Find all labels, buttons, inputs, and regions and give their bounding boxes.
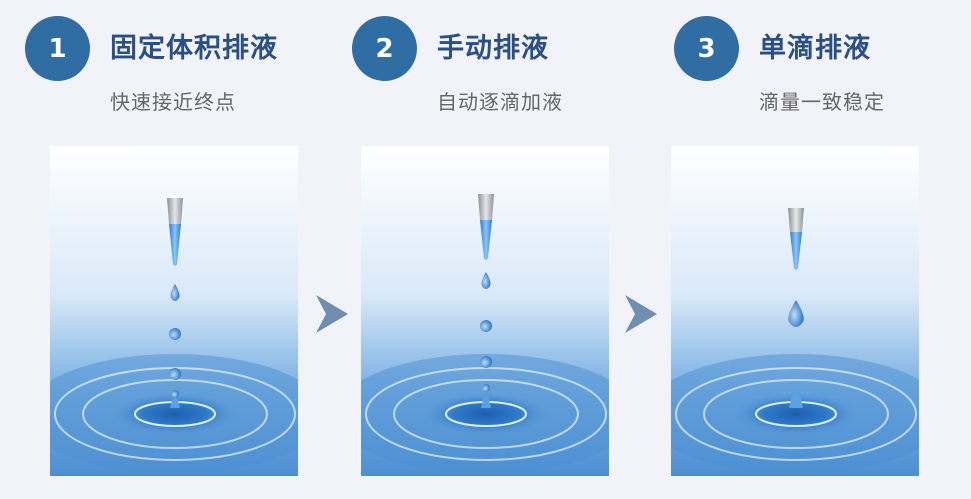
chevron-right-icon xyxy=(314,293,350,335)
water-drop-icon xyxy=(169,284,181,398)
step-number-badge: 3 xyxy=(674,16,739,81)
step-number-badge: 1 xyxy=(25,16,90,81)
pipette-tip-icon xyxy=(788,208,804,270)
step-title: 手动排液 xyxy=(437,33,549,64)
step-1: 1 固定体积排液 快速接近终点 xyxy=(25,0,305,499)
step-illustration xyxy=(50,146,298,476)
water-drop-icon xyxy=(788,300,804,327)
ripple-icon xyxy=(361,354,609,474)
step-illustration xyxy=(361,146,609,476)
pipette-tip-icon xyxy=(478,194,494,260)
step-subtitle: 自动逐滴加液 xyxy=(437,90,563,114)
step-subtitle: 快速接近终点 xyxy=(110,90,236,114)
step-illustration xyxy=(671,146,919,476)
water-drop-icon xyxy=(480,272,492,392)
step-number-badge: 2 xyxy=(352,16,417,81)
step-3: 3 单滴排液 滴量一致稳定 xyxy=(671,0,954,499)
pipette-tip-icon xyxy=(167,198,183,266)
step-subtitle: 滴量一致稳定 xyxy=(759,90,885,114)
chevron-right-icon xyxy=(623,293,659,335)
step-title: 单滴排液 xyxy=(759,33,871,64)
ripple-icon xyxy=(671,354,919,474)
ripple-icon xyxy=(50,354,298,474)
step-title: 固定体积排液 xyxy=(110,33,278,64)
step-2: 2 手动排液 自动逐滴加液 xyxy=(352,0,632,499)
